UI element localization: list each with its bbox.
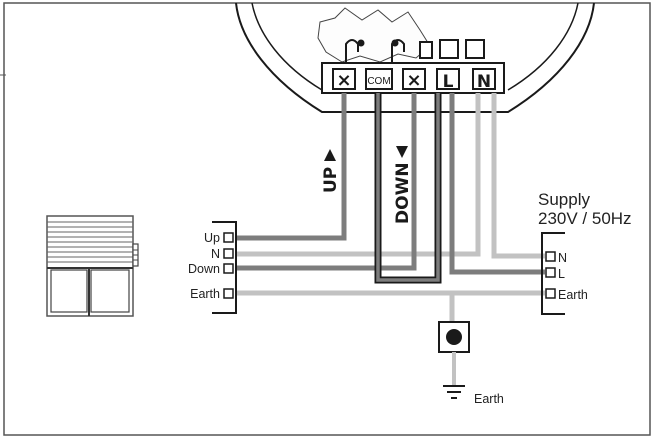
- terminal-live: [436, 68, 460, 90]
- motor-terminal-down: [223, 263, 234, 274]
- supply-label-neutral: N: [558, 251, 567, 265]
- supply-title: Supply: [538, 190, 590, 209]
- down-arrow: DOWN: [393, 146, 413, 224]
- ground-icon: [443, 385, 465, 399]
- motor-label-earth: Earth: [190, 287, 220, 301]
- relay-terminals: ⨯ COM ⨯ L N: [332, 68, 496, 92]
- upper-terminal-box: [439, 39, 459, 59]
- earth-symbol-label: Earth: [474, 392, 504, 406]
- up-arrow: UP: [321, 149, 341, 193]
- wire-live-supply: [449, 93, 545, 275]
- upper-terminal-box: [419, 41, 433, 59]
- terminal-down-label: ⨯: [406, 70, 421, 91]
- diagram-frame: [3, 2, 651, 436]
- supply-label-earth: Earth: [558, 288, 588, 302]
- supply-rating: 230V / 50Hz: [538, 209, 632, 228]
- up-arrow-label: UP: [321, 167, 341, 193]
- terminal-neutral-label: N: [477, 72, 491, 92]
- wire-com-live-loop-fill: [376, 93, 440, 282]
- supply-terminal-block: Supply 230V / 50Hz N L Earth: [538, 190, 632, 315]
- earth-connection: Earth: [438, 321, 504, 406]
- supply-terminal-live: [545, 267, 556, 278]
- terminal-up: [332, 68, 356, 90]
- roller-shutter-icon: [46, 215, 139, 317]
- motor-terminal-up: [223, 232, 234, 243]
- up-arrow-head-icon: [324, 149, 336, 161]
- down-arrow-label: DOWN: [393, 162, 413, 224]
- device-housing-inner: [251, 2, 579, 91]
- terminal-com-label: COM: [367, 76, 390, 87]
- terminal-com: [365, 68, 393, 90]
- supply-terminal-earth: [545, 288, 556, 299]
- wire-neutral-motor: [235, 93, 481, 257]
- supply-label-live: L: [558, 267, 565, 281]
- terminal-live-label: L: [443, 72, 454, 92]
- down-arrow-head-icon: [396, 146, 408, 158]
- wire-down: [235, 93, 417, 271]
- supply-terminal-neutral: [545, 251, 556, 262]
- motor-terminal-block: Up N Down Earth: [188, 221, 237, 314]
- motor-terminal-earth: [223, 288, 234, 299]
- wire-up: [235, 93, 347, 241]
- supply-block-outline: [541, 232, 565, 315]
- relay-contacts-cloud: [317, 7, 431, 63]
- terminal-neutral: [472, 68, 496, 90]
- upper-terminal-box: [465, 39, 485, 59]
- motor-block-outline: [212, 221, 237, 314]
- motor-label-down: Down: [188, 262, 220, 276]
- motor-terminal-neutral: [223, 248, 234, 259]
- wires: [235, 93, 545, 322]
- wire-neutral-supply: [491, 93, 545, 259]
- earth-junction-dot: [446, 329, 462, 345]
- relay-contact-dot-left: [357, 39, 365, 47]
- terminal-up-label: ⨯: [336, 70, 351, 91]
- relay-contact-dot-right: [391, 39, 399, 47]
- motor-label-up: Up: [204, 231, 220, 245]
- motor-label-neutral: N: [211, 247, 220, 261]
- terminal-down: [402, 68, 426, 90]
